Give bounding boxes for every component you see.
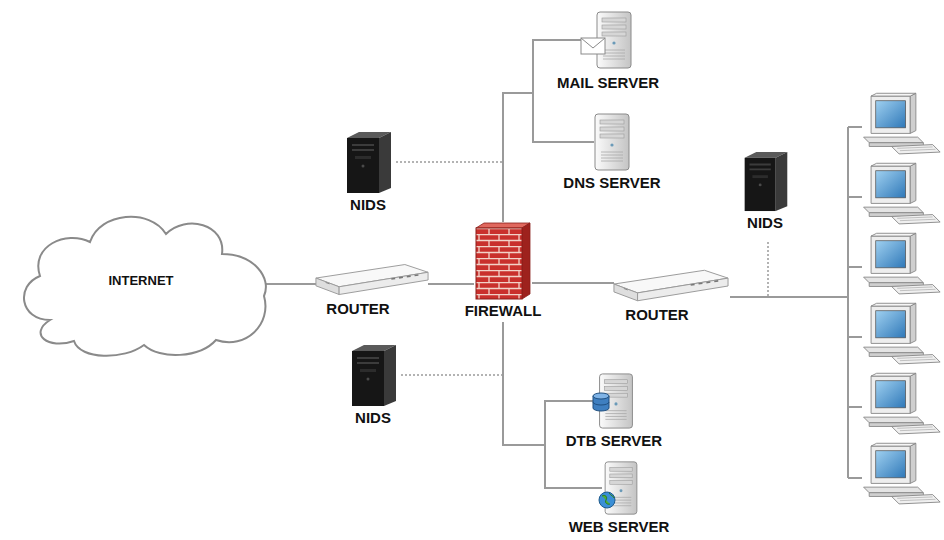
nids-sensor: NIDS	[345, 343, 401, 407]
device-label: INTERNET	[10, 200, 272, 360]
network-link	[503, 322, 602, 488]
mail-server: MAIL SERVER	[580, 8, 636, 72]
device-label: WEB SERVER	[569, 518, 670, 535]
router: ROUTER	[314, 262, 430, 298]
monitor-link	[396, 162, 503, 222]
web-server: WEB SERVER	[598, 460, 640, 516]
device-label: ROUTER	[625, 306, 688, 323]
network-link	[532, 282, 614, 284]
internet-cloud: INTERNET	[10, 200, 272, 360]
dns-server-icon	[592, 112, 632, 172]
router-icon	[612, 268, 730, 304]
nids-sensor-icon	[740, 150, 790, 212]
router-icon	[314, 262, 430, 298]
device-label: ROUTER	[326, 300, 389, 317]
nids-sensor: NIDS	[340, 130, 396, 194]
database-server-icon	[592, 372, 636, 430]
device-label: DNS SERVER	[563, 174, 660, 191]
network-link	[264, 283, 316, 285]
lan-bus	[730, 127, 862, 478]
mail-server-icon	[580, 8, 636, 72]
network-link	[428, 283, 474, 285]
device-label: FIREWALL	[465, 302, 542, 319]
nids-sensor: NIDS	[740, 150, 790, 212]
network-link	[503, 322, 596, 445]
device-label: NIDS	[747, 214, 783, 231]
firewall-icon	[474, 222, 532, 300]
device-label: NIDS	[350, 196, 386, 213]
router: ROUTER	[612, 268, 730, 304]
firewall: FIREWALL	[474, 222, 532, 300]
database-server: DTB SERVER	[592, 372, 636, 430]
nids-tap-line	[767, 242, 769, 296]
network-link	[503, 93, 594, 222]
device-label: MAIL SERVER	[557, 74, 659, 91]
device-label: DTB SERVER	[566, 432, 662, 449]
monitor-link	[401, 322, 503, 375]
device-label: NIDS	[355, 409, 391, 426]
nids-sensor-icon	[345, 343, 401, 407]
workstations	[864, 93, 941, 504]
web-server-icon	[598, 460, 640, 516]
network-link	[503, 40, 594, 222]
nids-sensor-icon	[340, 130, 396, 194]
dns-server: DNS SERVER	[592, 112, 632, 172]
